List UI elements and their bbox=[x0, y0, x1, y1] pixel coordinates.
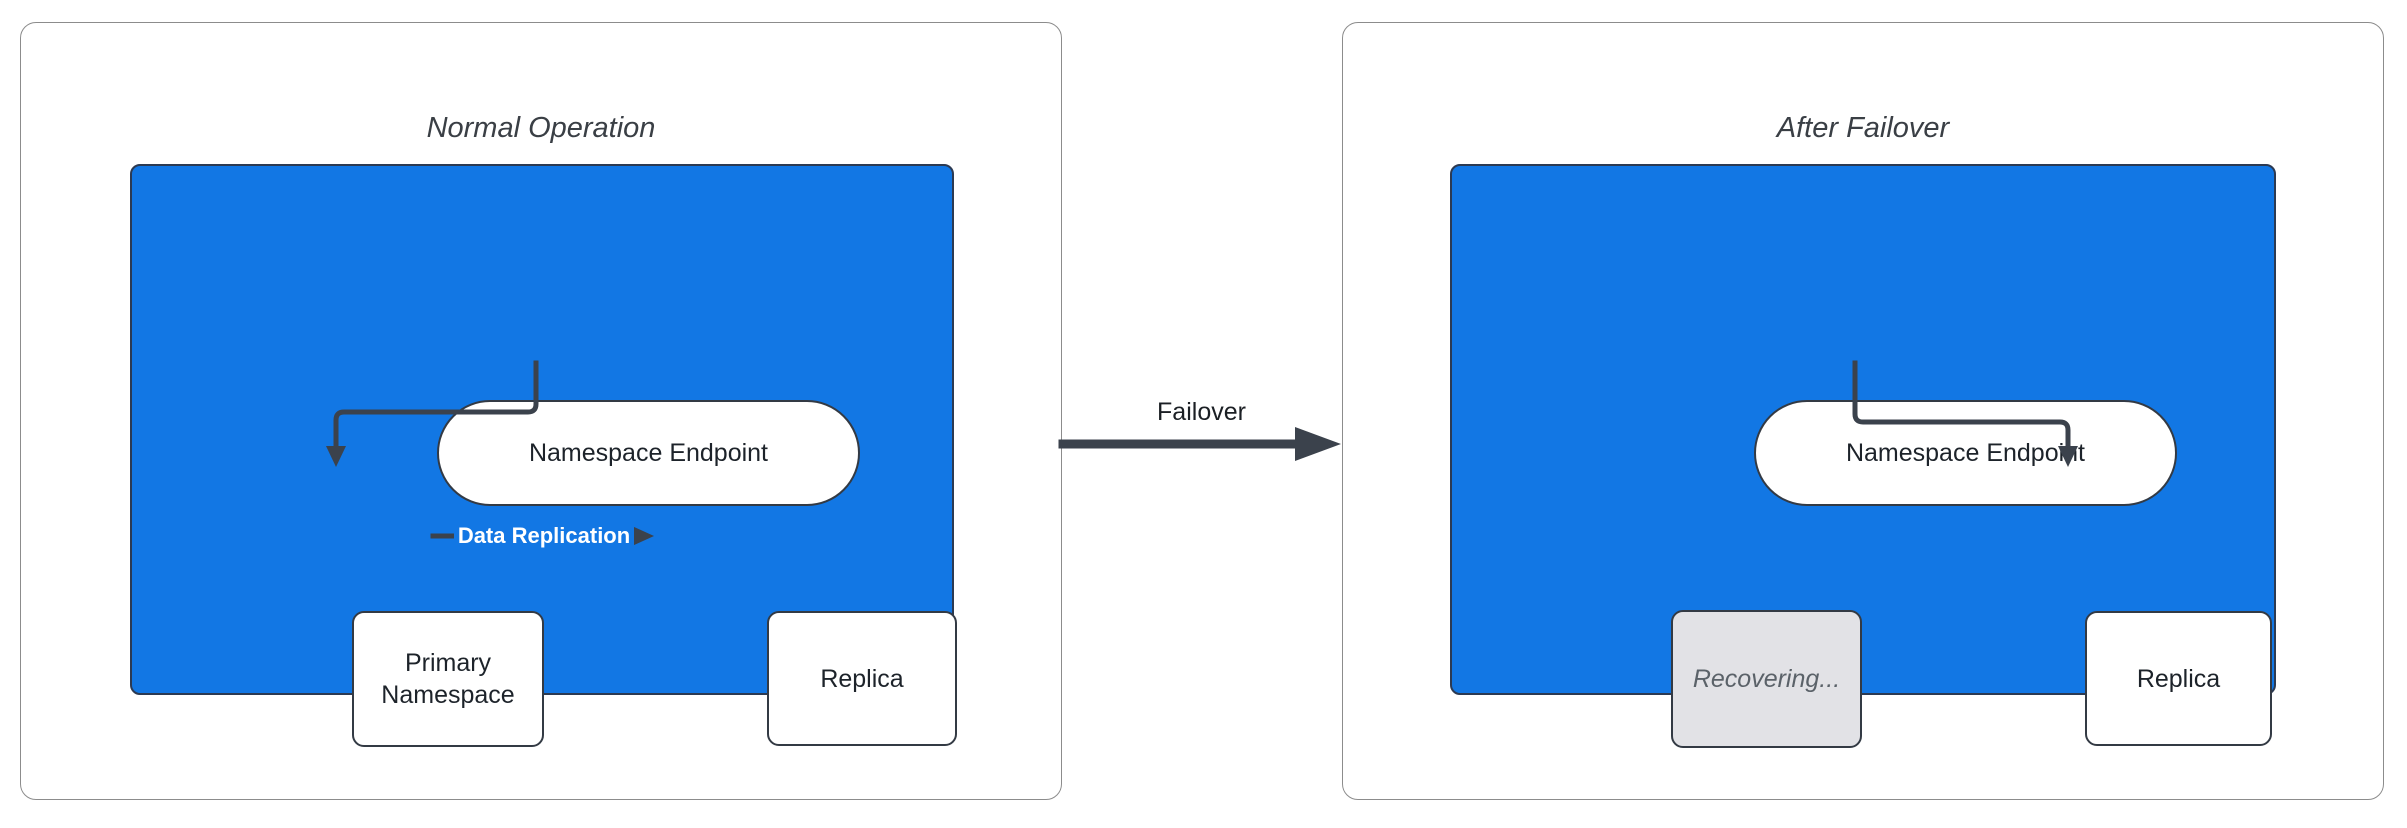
namespace-cluster-failover: Namespace Endpoint Recovering... Replica bbox=[1450, 164, 2276, 748]
panel-after-failover: After Failover Namespace Endpoint Recove… bbox=[1342, 22, 2384, 800]
node-label: Primary Namespace bbox=[381, 649, 515, 709]
data-replication-label-wrap: Data Replication bbox=[433, 519, 655, 553]
node-label: Namespace Endpoint bbox=[528, 439, 769, 467]
namespace-cluster-normal: Namespace Endpoint Primary Namespace Rep… bbox=[130, 164, 957, 747]
node-recovering: Recovering... bbox=[1671, 610, 1862, 748]
panel-title-normal-operation: Normal Operation bbox=[426, 112, 656, 144]
arrowhead-right-icon bbox=[1295, 427, 1341, 461]
node-label: Replica bbox=[2136, 664, 2221, 693]
failover-label: Failover bbox=[1157, 398, 1246, 426]
node-label: Replica bbox=[820, 664, 904, 693]
failover-arrow bbox=[1058, 427, 1341, 461]
panel-normal-operation: Normal Operation Namespace Endpoint Prim… bbox=[20, 22, 1062, 800]
node-replica-failover: Replica bbox=[2085, 611, 2272, 746]
panel-title-after-failover: After Failover bbox=[1776, 112, 1950, 144]
node-namespace-endpoint-failover: Namespace Endpoint bbox=[1754, 400, 2177, 506]
node-namespace-endpoint-normal: Namespace Endpoint bbox=[437, 400, 860, 506]
data-replication-label: Data Replication bbox=[453, 522, 635, 550]
node-label: Namespace Endpoint bbox=[1845, 439, 2086, 467]
node-label: Recovering... bbox=[1692, 665, 1841, 693]
node-primary-namespace: Primary Namespace bbox=[352, 611, 544, 747]
node-replica-normal: Replica bbox=[767, 611, 957, 746]
